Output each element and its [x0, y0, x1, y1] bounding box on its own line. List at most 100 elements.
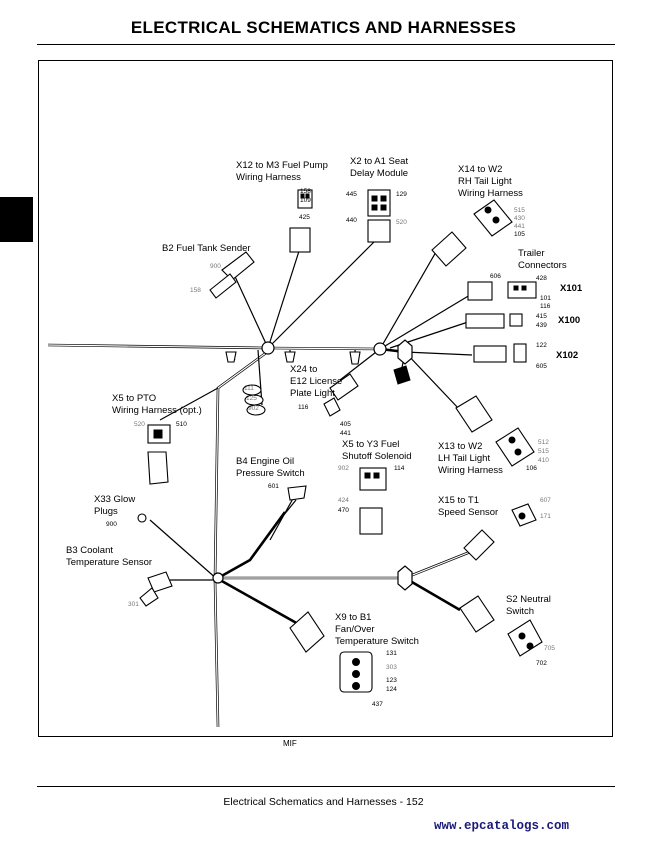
wire-number: 902: [248, 405, 259, 412]
wire-number: 111: [244, 385, 254, 392]
wire-number: 705: [544, 645, 555, 652]
section-tab-marker: [0, 197, 33, 242]
wire-number: 445: [346, 191, 357, 198]
label-x5pto-line2: Wiring Harness (opt.): [112, 405, 202, 416]
wire-number: 520: [134, 421, 145, 428]
wire-number: 425: [299, 214, 310, 221]
label-x13-line3: Wiring Harness: [438, 465, 503, 476]
label-x9-line3: Temperature Switch: [335, 636, 419, 647]
wire-number: 131: [386, 650, 397, 657]
wire-number: 123: [386, 677, 397, 684]
wire-number: 900: [210, 263, 221, 270]
wire-number: 106: [526, 465, 537, 472]
wire-number: 124: [386, 686, 397, 693]
wire-number: 101: [540, 295, 551, 302]
figure-code: MIF: [283, 739, 297, 748]
label-x13-line2: LH Tail Light: [438, 453, 490, 464]
wire-number: 424: [338, 497, 349, 504]
wire-number: 158: [300, 188, 311, 195]
b2-sender-connector: [209, 251, 255, 299]
wire-number: 301: [128, 601, 139, 608]
wire-number: 606: [490, 273, 501, 280]
label-x14-line2: RH Tail Light: [458, 176, 512, 187]
label-x101: X101: [560, 283, 583, 294]
wire-number: 129: [396, 191, 407, 198]
label-x102: X102: [556, 350, 578, 361]
label-x9-line2: Fan/Over: [335, 624, 375, 635]
b3-sensor-connector: [139, 571, 173, 607]
wire-number: 428: [536, 275, 547, 282]
wire-number: 105: [514, 231, 525, 238]
watermark: www.epcatalogs.com: [434, 819, 570, 833]
wire-number: 158: [190, 287, 201, 294]
label-x33-line1: X33 Glow: [94, 494, 135, 505]
label-trailer-line1: Trailer: [518, 248, 545, 259]
wire-number: 440: [346, 217, 357, 224]
label-x12-line1: X12 to M3 Fuel Pump: [236, 160, 328, 171]
wire-number: 405: [340, 421, 351, 428]
wire-number: 512: [538, 439, 549, 446]
wire-number: 122: [536, 342, 547, 349]
label-b4-line2: Pressure Switch: [236, 468, 305, 479]
wire-number: 430: [514, 215, 525, 222]
trailer-connectors: [465, 281, 537, 363]
x14-connector: [431, 199, 513, 267]
wire-number: 902: [338, 465, 349, 472]
wire-number: 515: [538, 448, 549, 455]
wire-number: 900: [106, 521, 117, 528]
label-s2-line1: S2 Neutral: [506, 594, 551, 605]
label-b3-line2: Temperature Sensor: [66, 557, 152, 568]
label-x100: X100: [558, 315, 580, 326]
label-s2-line2: Switch: [506, 606, 534, 617]
label-b4-line1: B4 Engine Oil: [236, 456, 294, 467]
x2-connector: [367, 189, 391, 243]
diagram-frame: [38, 60, 613, 737]
label-x33-line2: Plugs: [94, 506, 118, 517]
label-x2-line1: X2 to A1 Seat: [350, 156, 408, 167]
wire-number: 441: [514, 223, 525, 230]
b4-switch: [269, 485, 307, 533]
wire-number: 437: [372, 701, 383, 708]
label-x5y3-line2: Shutoff Solenoid: [342, 451, 412, 462]
label-x5y3-line1: X5 to Y3 Fuel: [342, 439, 399, 450]
x12-connector: [289, 189, 313, 253]
wire-number: 702: [536, 660, 547, 667]
wire-number: 601: [268, 483, 279, 490]
x13-connector: [455, 395, 535, 467]
label-x24-line3: Plate Light: [290, 388, 335, 399]
header-rule: [37, 44, 615, 45]
label-x9-line1: X9 to B1: [335, 612, 371, 623]
wire-number: 116: [298, 404, 309, 411]
wire-number: 520: [396, 219, 407, 226]
x24-connector: [323, 365, 411, 417]
label-b2: B2 Fuel Tank Sender: [162, 243, 251, 254]
label-x5pto-line1: X5 to PTO: [112, 393, 156, 404]
wire-number: 303: [386, 664, 397, 671]
splice-nodes: [212, 339, 413, 591]
wire-number: 125: [246, 395, 257, 402]
wire-number: 605: [536, 363, 547, 370]
wire-number: 607: [540, 497, 551, 504]
label-x12-line2: Wiring Harness: [236, 172, 301, 183]
page-footer: Electrical Schematics and Harnesses - 15…: [223, 796, 424, 808]
x33-glow-plug-terminal: [137, 513, 147, 523]
x5-y3-connector: [359, 467, 387, 535]
label-x14-line3: Wiring Harness: [458, 188, 523, 199]
label-x24-line2: E12 License: [290, 376, 342, 387]
harness-clips: [225, 351, 361, 416]
label-x15-line1: X15 to T1: [438, 495, 479, 506]
wire-number: 515: [514, 207, 525, 214]
label-b3-line1: B3 Coolant: [66, 545, 113, 556]
label-x2-line2: Delay Module: [350, 168, 408, 179]
x5-pto-connector: [147, 424, 171, 485]
wire-number: 109: [300, 197, 311, 204]
label-x14-line1: X14 to W2: [458, 164, 502, 175]
wire-number: 439: [536, 322, 547, 329]
wire-numbers: 158 109 425 445 129 440 520 515 430 441 …: [106, 188, 555, 708]
label-trailer-line2: Connectors: [518, 260, 567, 271]
wire-number: 116: [540, 303, 551, 310]
label-x24-line1: X24 to: [290, 364, 317, 375]
footer-rule: [37, 786, 615, 787]
x15-connector: [463, 503, 537, 561]
